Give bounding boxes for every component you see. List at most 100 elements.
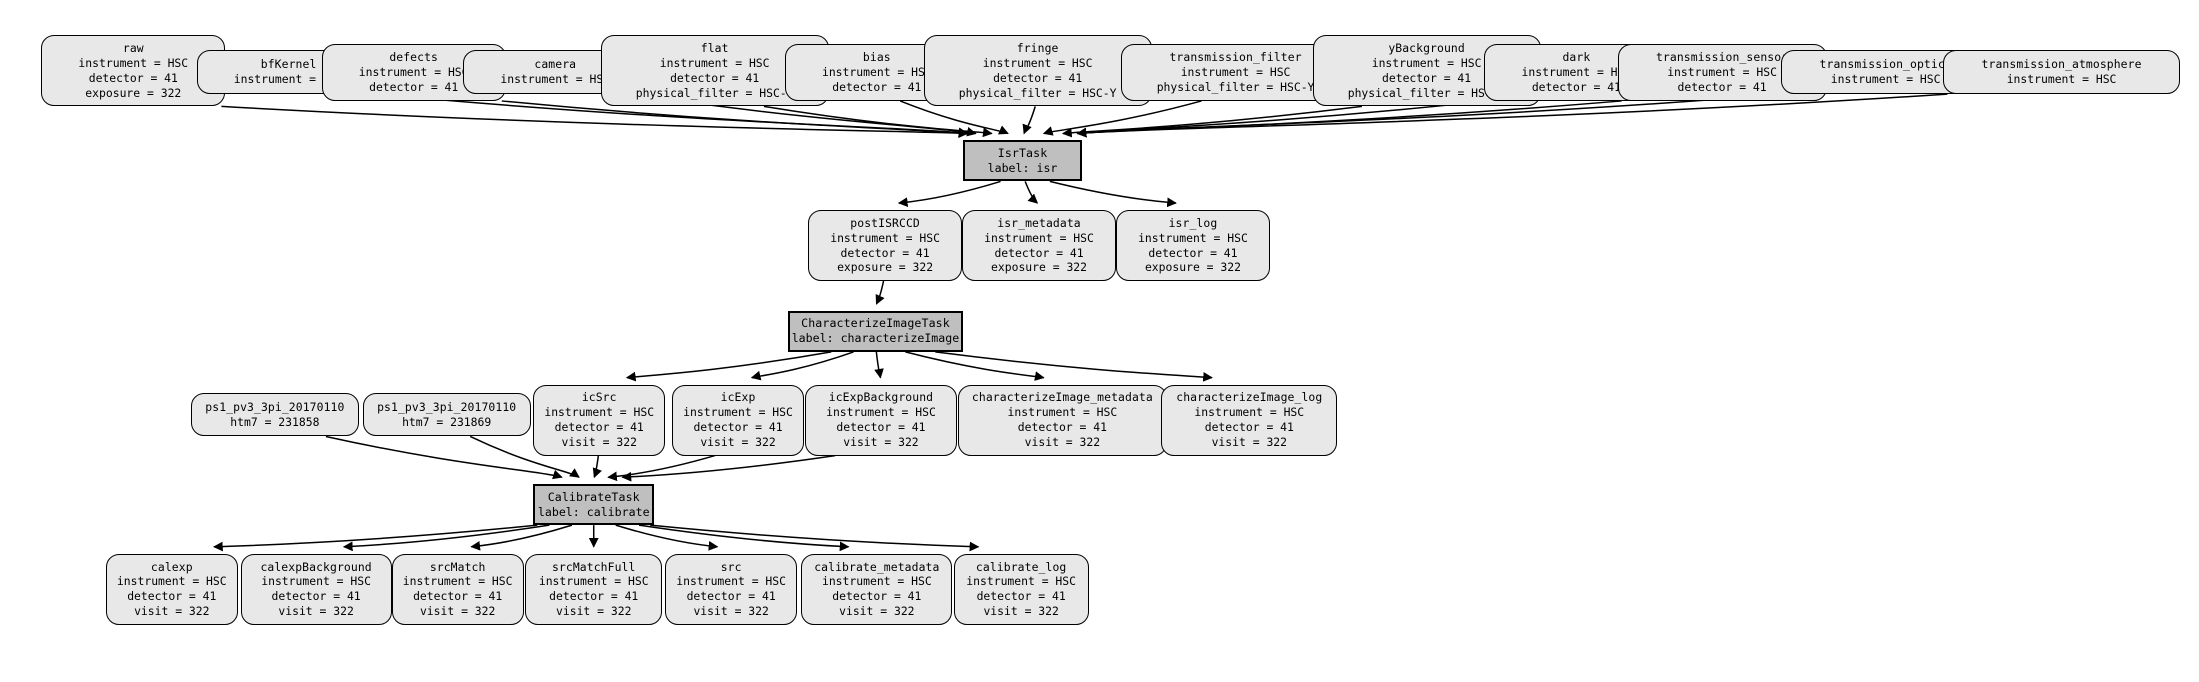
node-dimension: physical_filter = HSC-Y xyxy=(635,85,794,100)
node-dimension: instrument = HSC xyxy=(261,574,371,589)
node-title: transmission_filter xyxy=(1169,50,1302,65)
node-title: srcMatch xyxy=(429,559,486,574)
node-dimension: detector = 41 xyxy=(840,245,930,260)
edge-IsrTask-to-isr_metadata xyxy=(1024,181,1039,204)
node-dimension: instrument = HSC xyxy=(1371,56,1482,71)
edge-ps1_a-to-CalibrateTask xyxy=(325,435,563,480)
node-dimension: instrument = HSC xyxy=(78,56,189,71)
node-dimension: detector = 41 xyxy=(993,70,1083,85)
edge-yBackground-to-IsrTask xyxy=(1061,105,1363,138)
node-dimension: label: characterizeImage xyxy=(791,331,960,346)
node-title: src xyxy=(720,559,742,574)
node-dimension: instrument = HSC xyxy=(500,72,611,87)
edge-fringe-to-IsrTask xyxy=(1022,106,1036,135)
edge-icSrc-to-CalibrateTask xyxy=(592,455,602,479)
node-dimension: detector = 41 xyxy=(369,79,459,94)
edge-IsrTask-to-postISRCCD xyxy=(897,180,1001,207)
node-dimension: exposure = 322 xyxy=(85,85,182,100)
node-dimension: detector = 41 xyxy=(1017,420,1107,435)
node-dimension: detector = 41 xyxy=(549,589,639,604)
node-dimension: physical_filter = HSC-Y xyxy=(958,85,1117,100)
node-title: camera xyxy=(534,57,577,72)
node-dimension: instrument = HSC xyxy=(233,72,344,87)
node-dimension: instrument = HSC xyxy=(683,405,793,420)
node-title: postISRCCD xyxy=(850,215,920,230)
node-title: srcMatchFull xyxy=(551,559,636,574)
node-dimension: exposure = 322 xyxy=(991,260,1088,275)
node-dimension: visit = 322 xyxy=(278,604,354,619)
node-dimension: visit = 322 xyxy=(134,604,210,619)
node-dimension: exposure = 322 xyxy=(837,260,934,275)
node-dimension: visit = 322 xyxy=(839,604,915,619)
node-dimension: instrument = HSC xyxy=(984,230,1094,245)
node-dimension: visit = 322 xyxy=(1024,434,1101,449)
node-title: calibrate_metadata xyxy=(814,559,940,574)
edge-CalibrateTask-to-calexp xyxy=(213,524,538,552)
node-dimension: instrument = HSC xyxy=(1007,405,1118,420)
node-title: dark xyxy=(1562,50,1591,65)
node-dimension: instrument = HSC xyxy=(358,64,469,79)
node-dimension: visit = 322 xyxy=(419,604,496,619)
edge-CharacterizeImageTask-to-characterizeImage_metadata xyxy=(905,351,1045,381)
node-dimension: instrument = HSC xyxy=(821,64,932,79)
node-title: characterizeImage_log xyxy=(1176,390,1323,405)
node-title: transmission_atmosphere xyxy=(1981,57,2142,72)
node-title: icExpBackground xyxy=(828,390,934,405)
node-title: raw xyxy=(122,41,144,56)
edge-CalibrateTask-to-calexpBackground xyxy=(342,524,550,552)
node-dimension: instrument = HSC xyxy=(116,574,227,589)
node-dimension: detector = 41 xyxy=(994,245,1084,260)
edge-CalibrateTask-to-calibrate_log xyxy=(650,524,980,552)
node-dimension: detector = 41 xyxy=(832,589,922,604)
edge-IsrTask-to-isr_log xyxy=(1049,180,1177,208)
edge-postISRCCD-to-CharacterizeImageTask xyxy=(875,280,885,305)
node-dimension: visit = 322 xyxy=(700,434,776,449)
node-dimension: detector = 41 xyxy=(271,589,361,604)
node-title: calibrate_log xyxy=(975,559,1067,574)
node-dimension: detector = 41 xyxy=(554,420,644,435)
node-title: characterizeImage_metadata xyxy=(971,390,1153,405)
node-dimension: instrument = HSC xyxy=(982,56,1093,71)
node-title: CharacterizeImageTask xyxy=(801,316,950,331)
node-dimension: instrument = HSC xyxy=(402,574,513,589)
node-dimension: detector = 41 xyxy=(127,589,217,604)
node-dimension: physical_filter = HSC-Y xyxy=(1347,85,1506,100)
edge-flat-to-IsrTask xyxy=(763,105,993,138)
node-title: yBackground xyxy=(1388,41,1465,56)
edge-CharacterizeImageTask-to-icExpBackground xyxy=(874,351,884,379)
node-dimension: instrument = HSC xyxy=(821,574,932,589)
node-dimension: label: calibrate xyxy=(537,504,650,519)
node-title: icExp xyxy=(720,390,756,405)
node-dimension: instrument = HSC xyxy=(1138,230,1248,245)
edge-CalibrateTask-to-srcMatch xyxy=(470,524,573,551)
node-dimension: physical_filter = HSC-Y xyxy=(1156,79,1315,94)
node-dimension: instrument = HSC xyxy=(538,574,649,589)
node-dimension: instrument = HSC xyxy=(676,574,787,589)
node-dimension: detector = 41 xyxy=(1531,79,1621,94)
node-dimension: instrument = HSC xyxy=(2006,72,2117,87)
